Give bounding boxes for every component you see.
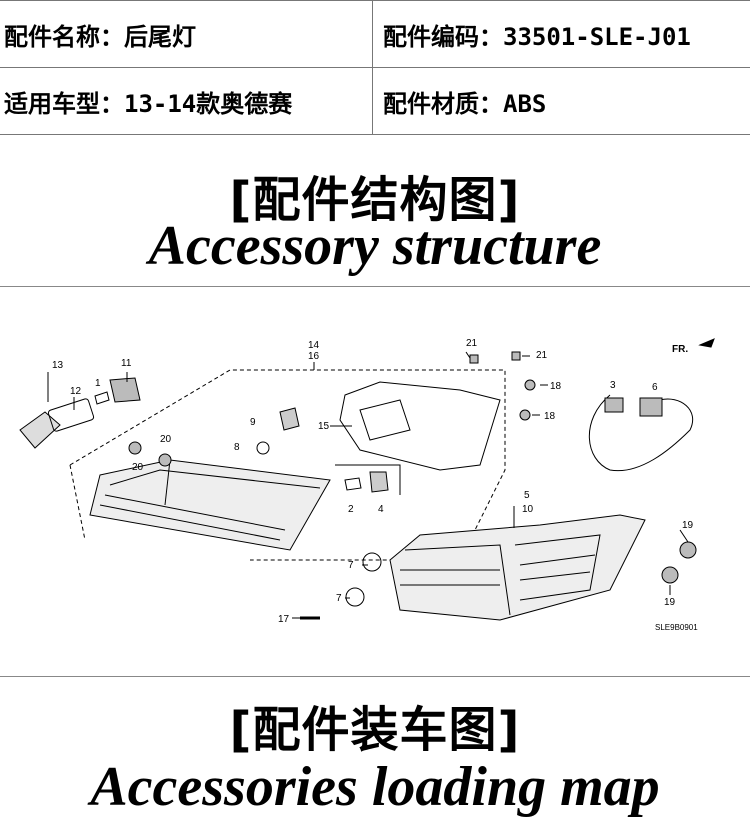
divider — [0, 286, 750, 287]
part-name: 配件名称：后尾灯 — [0, 0, 373, 68]
callout-21: 21 — [536, 350, 548, 361]
callout-7: 7 — [336, 593, 342, 604]
part-material: 配件材质：ABS — [372, 67, 750, 135]
callout-1: 1 — [95, 378, 101, 389]
callout-12: 12 — [70, 386, 82, 397]
exploded-parts-diagram: 13 12 11 1 9 8 20 20 14 16 15 21 21 18 1… — [19, 338, 715, 632]
callout-6: 6 — [652, 382, 658, 393]
part-code: 配件编码：33501-SLE-J01 — [372, 0, 750, 68]
callout-10: 10 — [522, 504, 534, 515]
callout-5: 5 — [524, 490, 530, 501]
callout-18: 18 — [550, 381, 562, 392]
info-row: 配件名称：后尾灯 配件编码：33501-SLE-J01 — [0, 0, 750, 68]
callout-2: 2 — [348, 504, 354, 515]
callout-labels: 13 12 11 1 9 8 20 20 14 16 15 21 21 18 1… — [52, 338, 694, 625]
callout-21: 21 — [466, 338, 478, 349]
callout-19: 19 — [682, 520, 694, 531]
structure-title-cn: [配件结构图] — [229, 172, 521, 228]
callout-7: 7 — [348, 560, 354, 571]
callout-8: 8 — [234, 442, 240, 453]
callout-4: 4 — [378, 504, 384, 515]
callout-19: 19 — [664, 597, 676, 608]
callout-14: 14 — [308, 340, 320, 351]
callout-3: 3 — [610, 380, 616, 391]
info-row: 适用车型：13-14款奥德赛 配件材质：ABS — [0, 67, 750, 135]
divider — [0, 676, 750, 677]
loading-title-en: Accessories loading map — [90, 756, 660, 818]
loading-title-cn: [配件装车图] — [229, 702, 521, 758]
structure-title-en: Accessory structure — [148, 215, 602, 277]
callout-16: 16 — [308, 351, 320, 362]
info-table: 配件名称：后尾灯 配件编码：33501-SLE-J01 适用车型：13-14款奥… — [0, 0, 750, 135]
diagram-reference-code: SLE9B0901 — [655, 623, 698, 632]
callout-13: 13 — [52, 360, 64, 371]
callout-17: 17 — [278, 614, 290, 625]
vehicle-model: 适用车型：13-14款奥德赛 — [0, 67, 373, 135]
callout-20: 20 — [160, 434, 172, 445]
callout-9: 9 — [250, 417, 256, 428]
callout-15: 15 — [318, 421, 330, 432]
callout-11: 11 — [121, 358, 132, 369]
callout-18: 18 — [544, 411, 556, 422]
front-direction-label: FR. — [672, 344, 688, 355]
callout-20: 20 — [132, 462, 144, 473]
